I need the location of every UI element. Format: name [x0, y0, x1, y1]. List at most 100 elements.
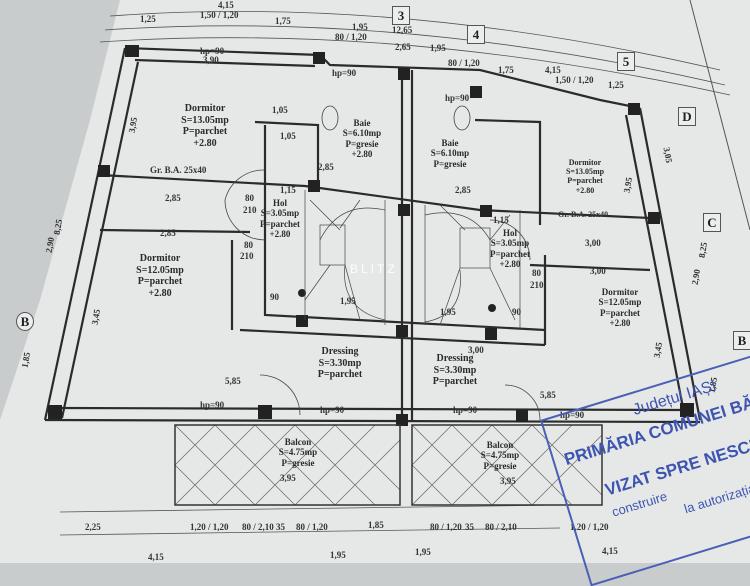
dim-bottom: 80 / 1,20 — [296, 522, 328, 532]
room-area: S=3.30mp — [318, 357, 362, 369]
wall-dim: 1,95 — [440, 307, 456, 317]
wall-dim: 1,95 — [340, 296, 356, 306]
wall-dim: 2,85 — [165, 193, 181, 203]
room-height: +2.80 — [499, 259, 521, 270]
wall-dim: 1,05 — [280, 131, 296, 141]
room-hol-1: Hol S=3.05mp P=parchet +2.80 — [240, 198, 320, 239]
room-area: S=12.05mp — [136, 264, 184, 276]
axis-marker-b-left: B — [16, 312, 34, 331]
room-floor: P=parchet — [317, 369, 363, 380]
wall-dim: 3,00 — [590, 266, 606, 276]
room-floor: P=gresie — [281, 457, 315, 468]
room-floor: P=gresie — [345, 138, 379, 149]
window-sill-label: hp=90 — [200, 400, 225, 410]
door-height: 210 — [240, 251, 254, 261]
dim-top: 80 / 1,20 — [448, 58, 480, 68]
door-width: 80 — [244, 240, 253, 250]
window-sill-label: hp=90 — [445, 93, 470, 103]
dim-top: 1,25 — [140, 14, 156, 24]
dim-bottom: 4,15 — [602, 546, 618, 556]
room-floor: P=parchet — [137, 276, 183, 287]
room-area: S=4.75mp — [480, 450, 520, 461]
room-name: Dormitor — [601, 287, 639, 297]
room-height: +2.80 — [575, 185, 595, 195]
dim-top: 12,65 — [392, 25, 413, 35]
room-name: Baie — [353, 118, 371, 128]
dim-bottom: 80 / 2,10 — [242, 522, 274, 532]
room-dressing-1: Dressing S=3.30mp P=parchet — [305, 346, 375, 381]
room-floor: P=parchet — [260, 218, 300, 229]
room-name: Baie — [441, 138, 459, 148]
room-height: +2.80 — [269, 229, 291, 240]
room-area: S=3.30mp — [433, 364, 477, 376]
room-height: +2.80 — [351, 149, 373, 160]
dim-top: 1,50 / 1,20 — [555, 75, 594, 85]
axis-marker-4: 4 — [467, 25, 485, 44]
room-height: +2.80 — [193, 137, 217, 149]
window-sill-label: hp=90 — [200, 46, 225, 56]
dim-bottom: 4,15 — [148, 552, 164, 562]
room-area: S=12.05mp — [598, 297, 642, 308]
dim-top: 2,65 — [395, 42, 411, 52]
dim-bottom: 1,20 / 1,20 — [190, 522, 229, 532]
wall-dim: 1,05 — [272, 105, 288, 115]
door-width: 80 — [245, 193, 254, 203]
dim-bottom: 35 — [465, 522, 474, 532]
dim-top: 4,15 — [545, 65, 561, 75]
dim-bottom: 1,95 — [330, 550, 346, 560]
dim-top: 1,75 — [275, 16, 291, 26]
dim-bottom: 1,85 — [368, 520, 384, 530]
balcon-dim: 3,95 — [280, 473, 296, 483]
room-name: Dormitor — [139, 253, 181, 264]
window-sill-label: hp=90 — [320, 405, 345, 415]
dim-bottom: 35 — [276, 522, 285, 532]
wall-dim: 2,85 — [160, 228, 176, 238]
wall-dim: 90 — [270, 292, 279, 302]
axis-marker-d: D — [678, 107, 696, 126]
room-name: Hol — [272, 198, 287, 208]
dim-bottom: 1,95 — [415, 547, 431, 557]
wall-dim: 1,15 — [280, 185, 296, 195]
dim-bottom: 2,25 — [85, 522, 101, 532]
room-area: S=13.05mp — [181, 114, 229, 126]
room-height: +2.80 — [148, 287, 172, 299]
dim-top: 1,95 — [430, 43, 446, 53]
dim-top: 1,95 — [352, 22, 368, 32]
wall-dim: 2,85 — [455, 185, 471, 195]
axis-marker-c: C — [703, 213, 721, 232]
wall-dim: 90 — [512, 307, 521, 317]
beam-label: Gr. B.A. 25x40 — [558, 210, 609, 219]
balcon-dim: 3,95 — [500, 476, 516, 486]
dim-top-total: 4,15 — [218, 0, 234, 10]
axis-marker-b-right: B — [733, 331, 750, 350]
room-baie-1: Baie S=6.10mp P=gresie +2.80 — [322, 118, 402, 159]
room-dressing-2: Dressing S=3.30mp P=parchet — [420, 353, 490, 388]
door-height: 210 — [243, 205, 257, 215]
room-dormitor-ne: Dormitor S=13.05mp P=parchet +2.80 — [540, 158, 630, 195]
beam-label: Gr. B.A. 25x40 — [150, 165, 207, 175]
room-height: +2.80 — [609, 318, 631, 329]
room-area: S=6.10mp — [342, 128, 382, 139]
floor-plan-drawing — [0, 0, 750, 563]
room-area: S=4.75mp — [278, 447, 318, 458]
room-name: Dormitor — [184, 103, 226, 114]
room-dormitor-se: Dormitor S=12.05mp P=parchet +2.80 — [570, 287, 670, 328]
room-name: Dormitor — [568, 158, 602, 167]
window-sill-label: hp=90 — [560, 410, 585, 420]
wall-dim: 1,15 — [493, 215, 509, 225]
room-dormitor-nw: Dormitor S=13.05mp P=parchet +2.80 — [150, 103, 260, 149]
room-floor: P=parchet — [600, 307, 640, 318]
room-name: Balcon — [284, 437, 312, 447]
axis-marker-5: 5 — [617, 52, 635, 71]
door-height: 210 — [530, 280, 544, 290]
dim-top: 1,75 — [498, 65, 514, 75]
room-floor: P=parchet — [567, 176, 603, 186]
room-name: Hol — [502, 228, 517, 238]
room-name: Dressing — [436, 353, 474, 364]
window-sill-label: hp=90 — [332, 68, 357, 78]
dim-bottom: 80 / 1,20 — [430, 522, 462, 532]
dim-bottom: 80 / 2,10 — [485, 522, 517, 532]
room-floor: P=gresie — [433, 158, 467, 169]
room-floor: P=parchet — [432, 376, 478, 387]
wall-dim: 3,00 — [585, 238, 601, 248]
